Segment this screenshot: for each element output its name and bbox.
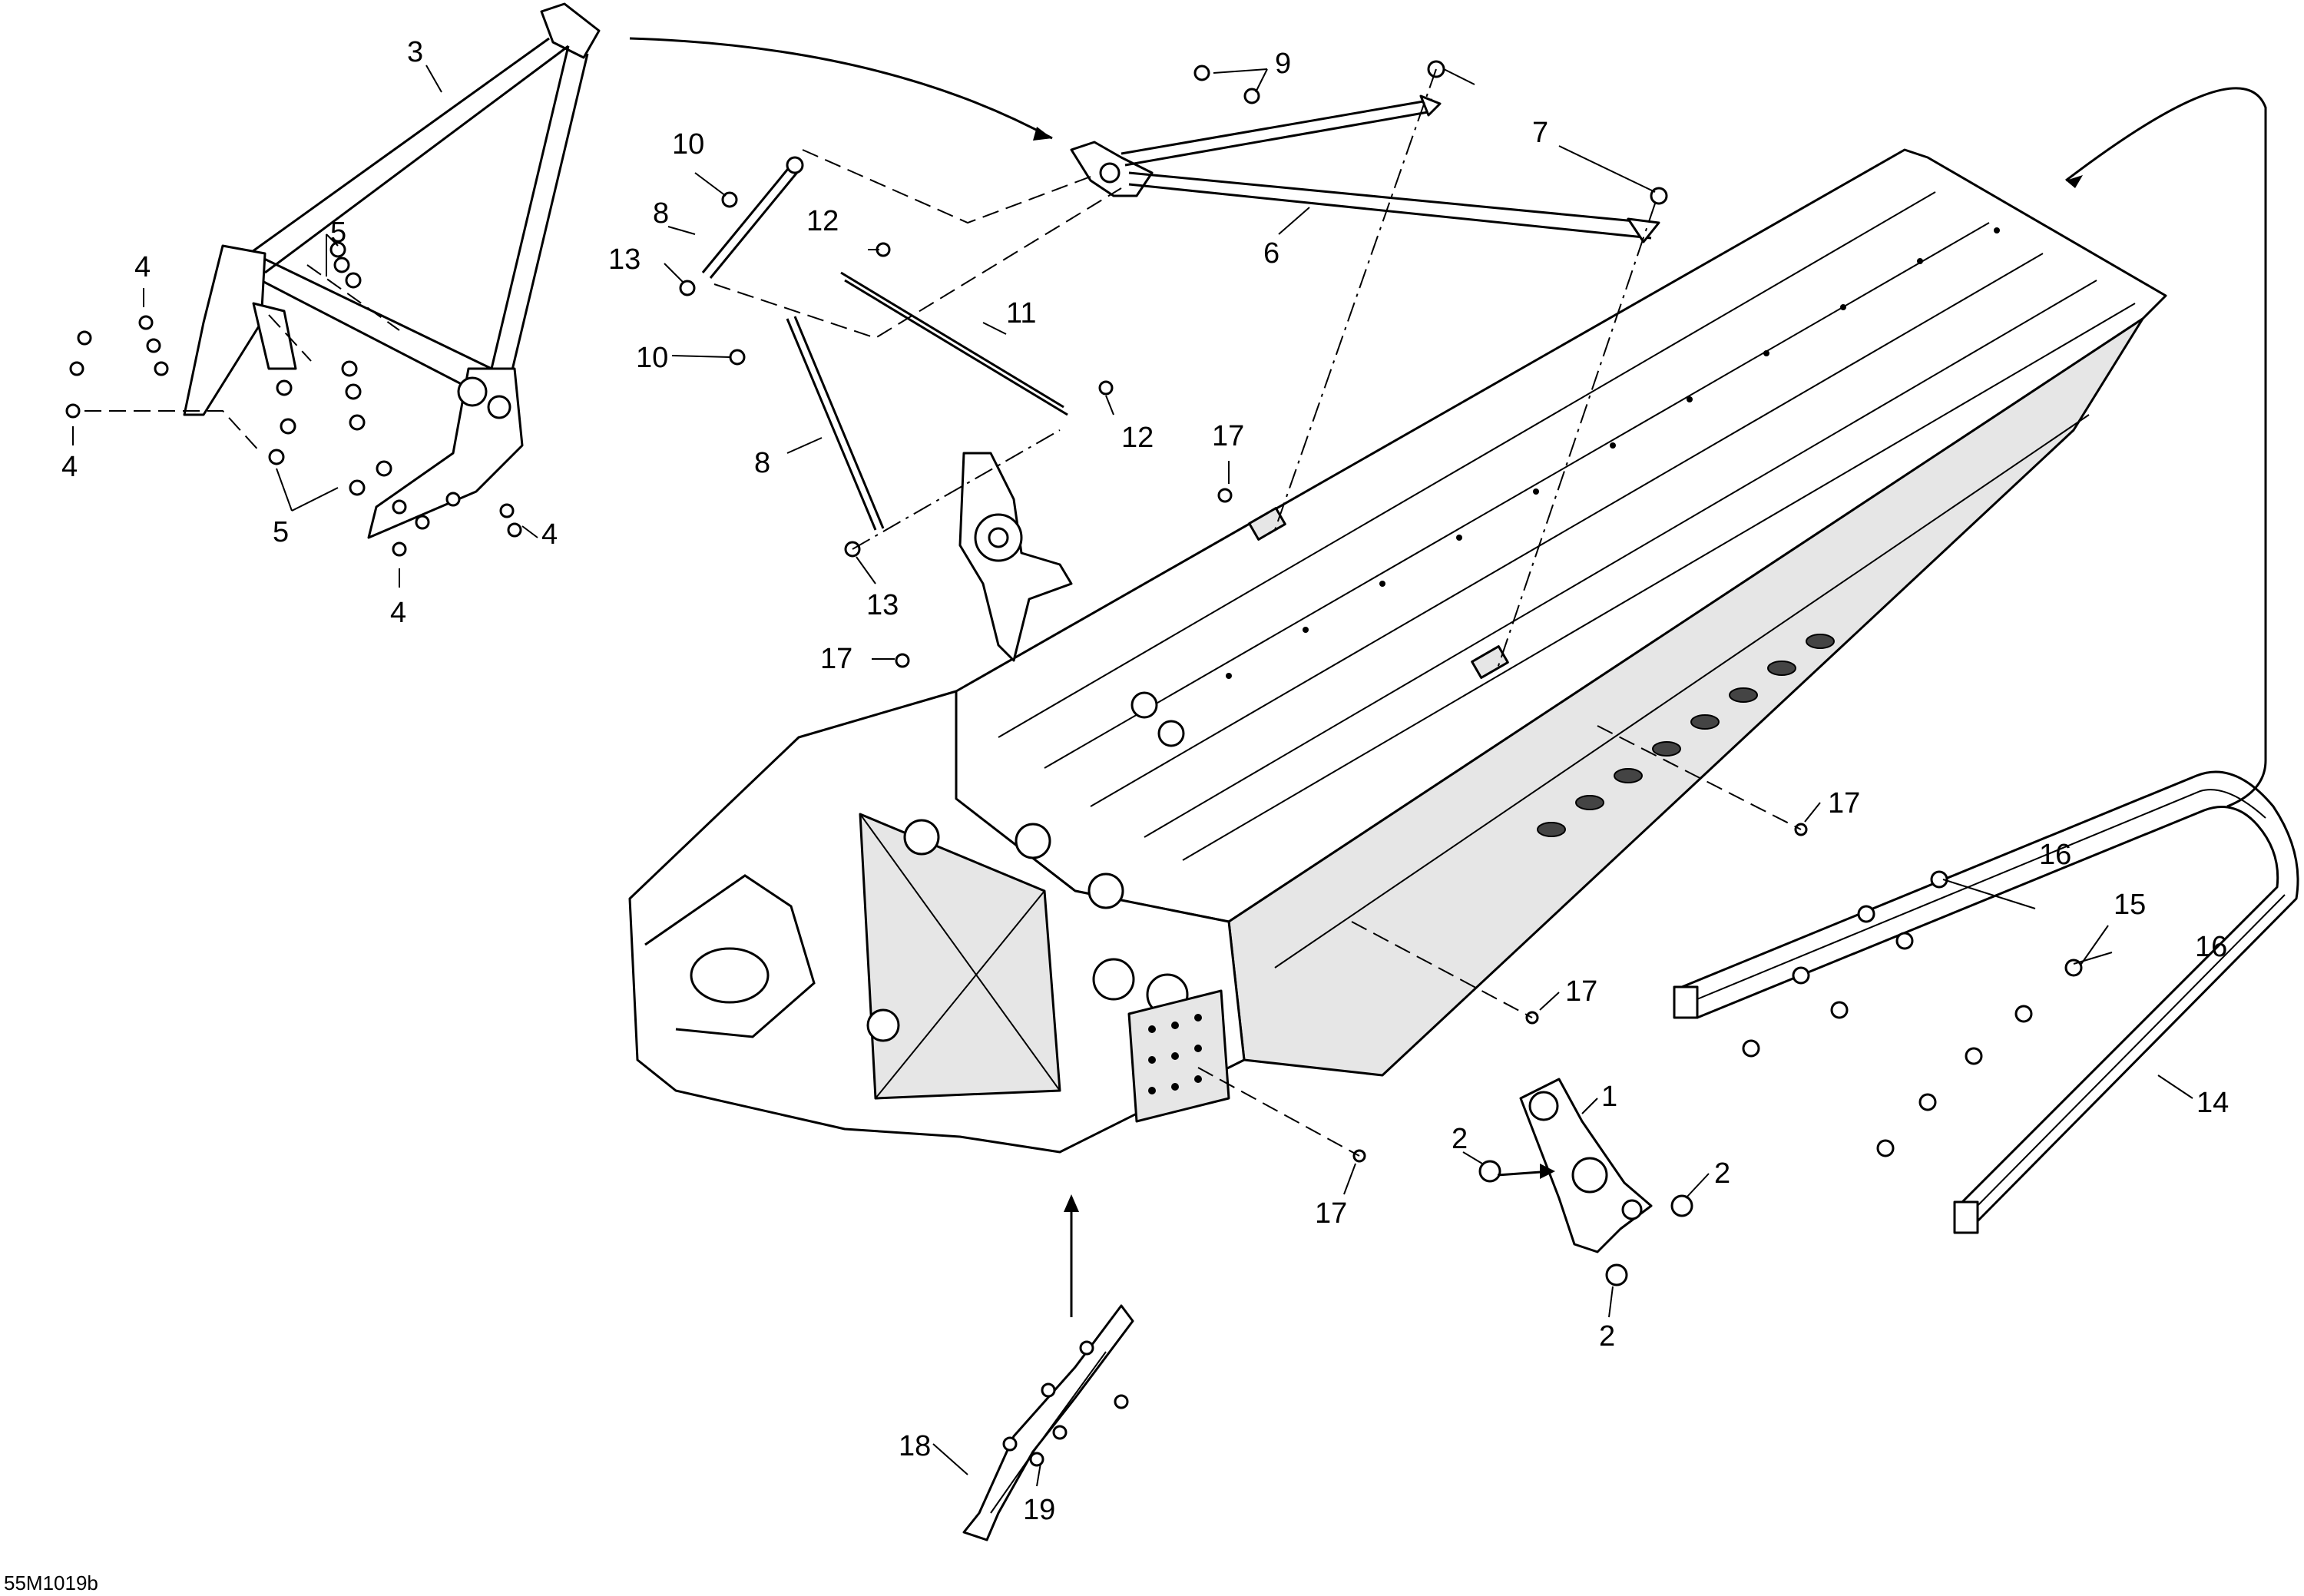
callout-13: 13 xyxy=(608,243,641,276)
callout-14: 14 xyxy=(2196,1087,2229,1119)
drawing-reference-code: 55M1019b xyxy=(4,1571,98,1594)
callout-5: 5 xyxy=(273,516,289,548)
leader-lines xyxy=(72,37,2267,1487)
callout-2: 2 xyxy=(1452,1123,1468,1155)
front-bulkhead xyxy=(628,690,1246,1154)
callout-2: 2 xyxy=(1714,1157,1730,1190)
callout-7: 7 xyxy=(1532,117,1548,149)
rear-bumper-14 xyxy=(1673,770,2299,1234)
callout-17: 17 xyxy=(820,643,852,675)
rods xyxy=(701,156,1068,531)
engine-mount-bracket xyxy=(958,452,1073,662)
callout-17: 17 xyxy=(1565,975,1597,1008)
callout-8: 8 xyxy=(653,197,669,230)
upper-support-6 xyxy=(1070,94,1660,243)
callout-5: 5 xyxy=(330,217,346,249)
perforated-panel-holes xyxy=(1148,1014,1202,1094)
callout-11: 11 xyxy=(1006,297,1036,329)
callout-19: 19 xyxy=(1023,1494,1055,1526)
callout-12: 12 xyxy=(806,205,839,237)
callout-4: 4 xyxy=(61,451,78,483)
bracket-1 xyxy=(1519,1078,1653,1253)
tunnel-chassis xyxy=(955,148,2167,1077)
callout-3: 3 xyxy=(407,36,423,68)
callout-17: 17 xyxy=(1315,1197,1347,1230)
tunnel-side-slots xyxy=(1537,634,1835,837)
deck-rivets xyxy=(1226,227,2000,679)
callout-12: 12 xyxy=(1121,422,1154,454)
callout-9: 9 xyxy=(1275,48,1291,80)
callout-4: 4 xyxy=(541,518,558,551)
callout-17: 17 xyxy=(1212,420,1244,452)
callout-4: 4 xyxy=(134,251,151,283)
callout-2: 2 xyxy=(1599,1320,1615,1353)
callout-1: 1 xyxy=(1601,1081,1617,1113)
callout-6: 6 xyxy=(1263,237,1279,270)
callout-8: 8 xyxy=(754,447,770,479)
upper-column-3 xyxy=(183,2,601,539)
callout-10: 10 xyxy=(636,342,668,374)
callout-18: 18 xyxy=(899,1430,931,1462)
callout-13: 13 xyxy=(866,589,899,621)
callout-16: 16 xyxy=(2195,931,2227,963)
callout-15: 15 xyxy=(2114,889,2146,921)
callout-10: 10 xyxy=(672,128,704,161)
skid-plate-18 xyxy=(962,1304,1134,1541)
callout-16: 16 xyxy=(2039,839,2071,871)
callout-labels: 3 4 4 4 4 5 5 10 8 13 12 10 11 12 8 13 9… xyxy=(4,36,2229,1594)
fasteners xyxy=(65,60,2083,1467)
callout-17: 17 xyxy=(1828,787,1860,820)
callout-4: 4 xyxy=(390,597,406,629)
